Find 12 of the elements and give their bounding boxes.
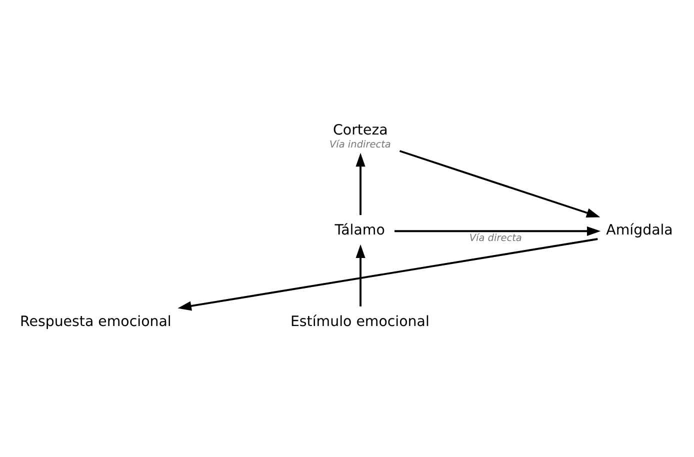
node-text: Corteza [333, 122, 388, 138]
node-label: Vía indirecta [329, 140, 391, 151]
node-text: Tálamo [334, 222, 385, 239]
edge-label: Vía directa [469, 232, 522, 244]
node-text: Respuesta emocional [20, 314, 172, 330]
node-text: Estímulo emocional [290, 314, 430, 330]
arrow [356, 152, 366, 216]
arrow [399, 150, 600, 218]
arrow [356, 244, 366, 306]
node-text: Amígdala [606, 222, 673, 239]
arrow [394, 226, 601, 236]
arrow [178, 238, 598, 311]
